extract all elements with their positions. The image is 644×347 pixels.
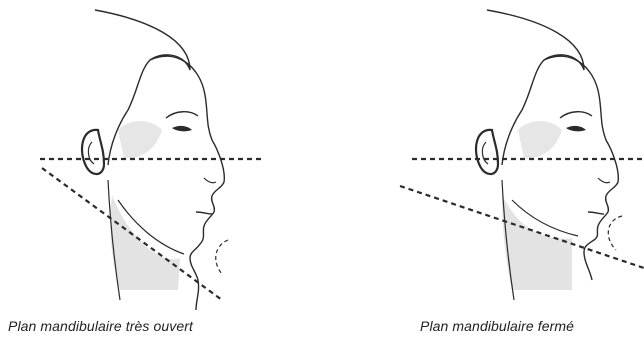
profile-illustration-closed [322, 0, 644, 347]
eye [172, 126, 192, 131]
nostril [204, 178, 216, 183]
brow [166, 112, 198, 118]
ear-inner [88, 142, 94, 164]
panel-open-mandibular-plane: Plan mandibulaire très ouvert [0, 0, 322, 347]
ear [82, 130, 104, 174]
mouth [196, 212, 212, 214]
ear [476, 130, 498, 174]
neck-shading [502, 195, 572, 290]
chin-curve [608, 216, 622, 250]
caption-closed: Plan mandibulaire fermé [420, 318, 574, 334]
caption-open: Plan mandibulaire très ouvert [8, 318, 193, 334]
brow [560, 112, 592, 118]
panel-closed-mandibular-plane: Plan mandibulaire fermé [322, 0, 644, 347]
chin-curve [216, 240, 228, 274]
cheek-shading [118, 121, 162, 158]
profile-illustration-open [0, 0, 322, 347]
ear-inner [482, 142, 488, 164]
cheek-shading [518, 121, 562, 158]
mouth [588, 212, 604, 214]
eye [566, 126, 586, 131]
nostril [598, 178, 610, 183]
